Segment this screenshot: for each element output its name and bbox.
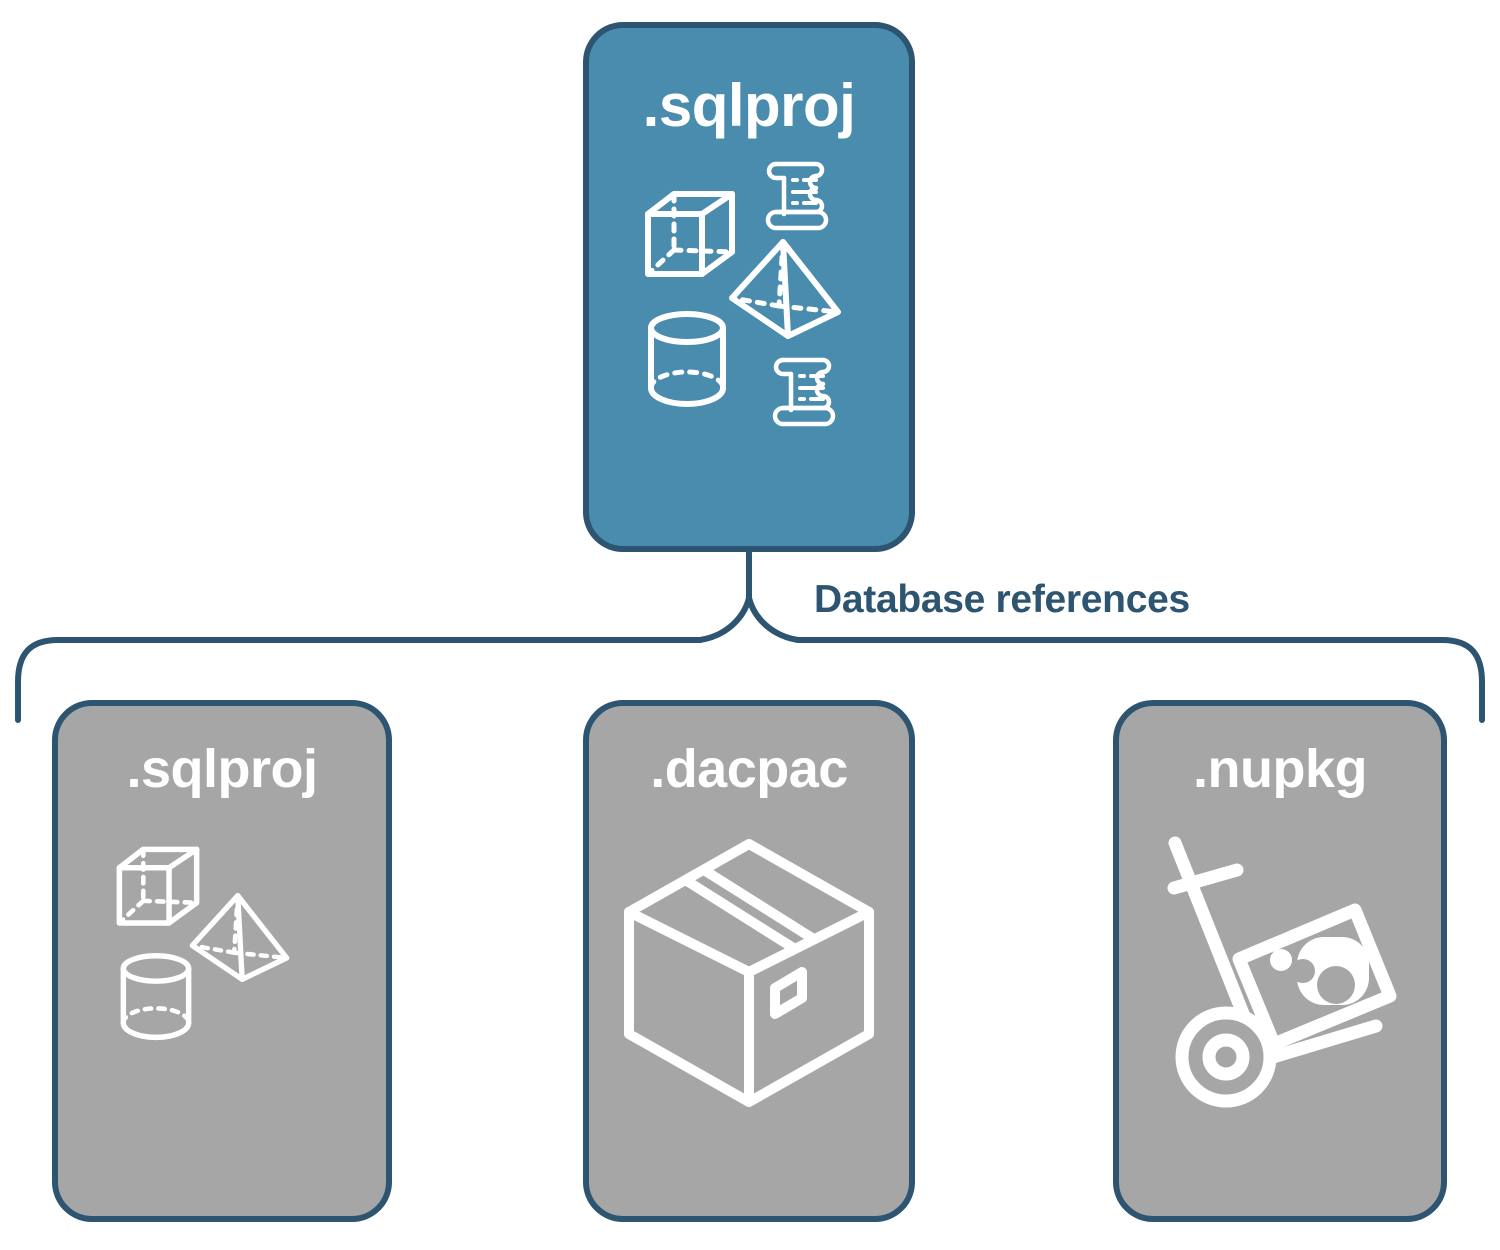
wireframe-pyramid-icon bbox=[189, 893, 290, 982]
shipping-box-icon bbox=[624, 839, 874, 1107]
reference-card-nupkg[interactable]: .nupkg bbox=[1113, 700, 1447, 1222]
database-references-label: Database references bbox=[814, 578, 1190, 621]
root-card-sqlproj[interactable]: .sqlproj bbox=[583, 22, 915, 552]
root-card-icon-group bbox=[634, 158, 864, 438]
reference-card-dacpac[interactable]: .dacpac bbox=[583, 700, 915, 1222]
wireframe-pyramid-icon bbox=[729, 239, 841, 339]
reference-card-sqlproj-label: .sqlproj bbox=[126, 739, 318, 799]
wireframe-cube-icon bbox=[645, 191, 735, 277]
wireframe-cylinder-icon bbox=[120, 953, 192, 1041]
wireframe-cylinder-icon bbox=[648, 311, 726, 407]
reference-card-dacpac-icon-group bbox=[599, 822, 899, 1122]
reference-card-nupkg-label: .nupkg bbox=[1193, 739, 1367, 799]
reference-card-nupkg-icon-group bbox=[1140, 830, 1420, 1110]
reference-card-dacpac-label: .dacpac bbox=[650, 739, 848, 799]
wireframe-cube-icon bbox=[116, 846, 200, 926]
scroll-icon bbox=[765, 161, 829, 231]
reference-card-sqlproj-icon-group bbox=[112, 842, 332, 1072]
root-card-label: .sqlproj bbox=[642, 72, 856, 139]
nuget-hand-truck-icon bbox=[1167, 836, 1397, 1108]
reference-card-sqlproj[interactable]: .sqlproj bbox=[52, 700, 392, 1222]
scroll-icon bbox=[772, 357, 836, 427]
